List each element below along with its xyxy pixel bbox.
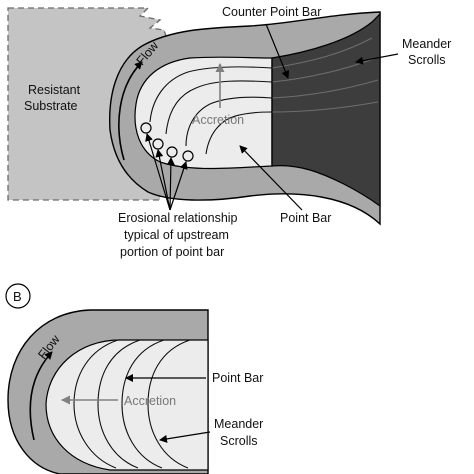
erosional-label-line1: Erosional relationship <box>118 211 238 225</box>
erosional-label-line3: portion of point bar <box>120 245 224 259</box>
scroll-lines-b <box>73 339 191 469</box>
meander-scrolls-label-b-line1: Meander <box>214 417 263 431</box>
meander-scrolls-pointer-b <box>159 431 211 443</box>
meander-scrolls-dark-a <box>271 12 381 208</box>
point-bar-a <box>134 56 273 170</box>
point-bar-label-a: Point Bar <box>280 211 331 225</box>
flow-arrow-a <box>118 61 143 161</box>
panel-b: B Flow Accretion Point Bar Meander Scrol… <box>5 283 263 474</box>
accretion-label-a: Accretion <box>192 113 244 127</box>
scroll-lines-dark-a <box>271 37 379 113</box>
resistant-label-line2: Substrate <box>24 99 78 113</box>
panel-b-badge <box>5 283 31 309</box>
flow-arrow-b <box>29 351 53 441</box>
meander-scrolls-label-a-line1: Meander <box>402 37 451 51</box>
erosional-label-line2: typical of upstream <box>124 228 229 242</box>
meander-scrolls-label-b-line2: Scrolls <box>220 434 258 448</box>
point-bar-label-b: Point Bar <box>212 371 263 385</box>
panel-a: Counter Point Bar Meander Scrolls Resist… <box>7 5 451 259</box>
resistant-label-line1: Resistant <box>28 83 81 97</box>
counter-point-bar-label: Counter Point Bar <box>222 5 321 19</box>
point-bar-pointer-a <box>239 145 303 211</box>
meander-scrolls-pointer-a <box>355 53 399 65</box>
accretion-label-b: Accretion <box>124 394 176 408</box>
meander-scrolls-label-a-line2: Scrolls <box>408 53 446 67</box>
scroll-lines-light-a <box>149 66 273 155</box>
erosional-pointers <box>145 133 188 211</box>
panel-b-letter: B <box>13 289 22 304</box>
erosional-circles <box>140 122 194 162</box>
counter-point-bar-pointer <box>265 23 290 79</box>
